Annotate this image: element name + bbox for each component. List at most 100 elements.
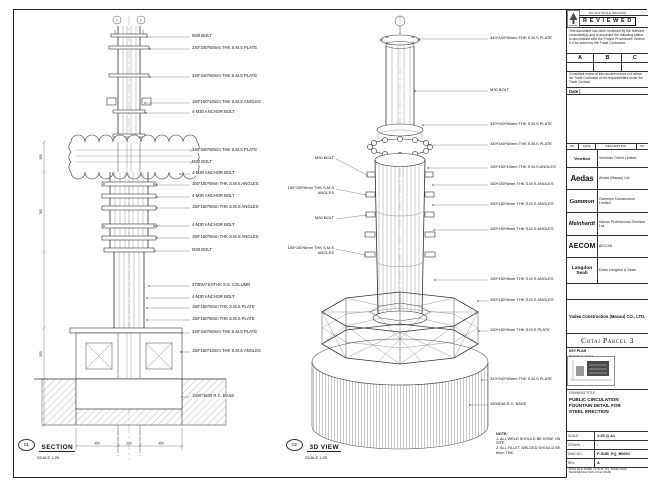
callout-label: 273DIA*8.0THK S.S. COLUMN bbox=[192, 282, 278, 288]
svg-text:1: 1 bbox=[116, 19, 118, 23]
callout-label: 150*150*8mm THK S.M.S ANGLES bbox=[490, 181, 560, 187]
callout-label: M30 BOLT bbox=[192, 159, 278, 165]
callout-label: 150*150*8mm THK S.M.S ANGLES bbox=[490, 201, 560, 207]
langdon-seah-logo: Langdon Seah bbox=[567, 258, 598, 283]
callout-label: 340*340*50mm THK S.M.S PLATE bbox=[490, 35, 560, 41]
field-value: 1:25 @ A1 bbox=[597, 434, 616, 438]
callout-label: 150*150*8mm THK S.M.S ANGLES bbox=[284, 185, 334, 196]
svg-text:2: 2 bbox=[140, 19, 142, 23]
company-row-consultant: AECOM AECOM bbox=[567, 236, 648, 258]
company-row-architect: Aedas Aedas (Macau) Ltd. bbox=[567, 168, 648, 190]
view-number-bubble: 01 bbox=[18, 438, 35, 451]
callout-label: M30 BOLT bbox=[284, 215, 334, 221]
callout-label: 150*150*8mm THK S.M.S PLATE bbox=[490, 327, 560, 333]
drawing-title-line: FOUNTAIN DETAIL FOR bbox=[569, 403, 621, 409]
meinhardt-logo: Meinhardt bbox=[567, 213, 598, 235]
rev-col-no: NO. bbox=[567, 144, 579, 149]
callout-label: M30 BOLT bbox=[192, 33, 278, 39]
callout-label: 150*150*10mm THK S.M.S ANGLES bbox=[192, 348, 278, 354]
contractor-name: Yadea Construction (Macau) CO., LTD. bbox=[569, 313, 646, 319]
svg-text:450: 450 bbox=[158, 442, 164, 446]
callout-label: 150*150*8mm THK S.M.S ANGLES bbox=[490, 297, 560, 303]
callout-label: 150*150*8mm THK S.M.S ANGLES bbox=[490, 276, 560, 282]
callout-label: 340*340*50mm THK S.M.S PLATE bbox=[192, 73, 278, 79]
3d-view: 340*340*50mm THK S.M.S PLATE M30 BOLT 34… bbox=[282, 10, 566, 478]
key-plan-graphic bbox=[567, 356, 615, 386]
field-label: DRAWN bbox=[567, 441, 595, 449]
svg-text:760: 760 bbox=[39, 209, 43, 215]
field-value: P-SUB_PQ_B0060 bbox=[597, 452, 630, 456]
3d-drawing bbox=[311, 15, 489, 450]
rev-col-by: BY bbox=[640, 144, 645, 148]
review-disclaimer: This document has been reviewed by the r… bbox=[567, 28, 648, 54]
file-name-row: DWG FILE NAME : P-SUB_PQ_B0060.DWG REFER… bbox=[567, 468, 648, 478]
rev-col-date: DATE bbox=[579, 144, 596, 149]
callout-label: 150*150*8mm THK S.M.S ANGLES bbox=[490, 226, 560, 232]
status-table: A B C bbox=[567, 54, 648, 72]
section-drawing: 1 2 bbox=[34, 15, 227, 460]
view-title: 3D VIEW bbox=[307, 444, 341, 452]
drawing-title-line: STEEL ERECTION bbox=[569, 409, 609, 415]
drawing-title-line: PUBLIC CIRCULATION bbox=[569, 397, 619, 402]
callout-label: 150*150*10mm THK S.M.S ANGLES bbox=[490, 164, 560, 170]
company-name: Davis Langdon & Seah bbox=[599, 268, 636, 273]
reviewed-stamp-text: R E V I E W E D bbox=[578, 17, 637, 26]
status-cell bbox=[567, 63, 595, 71]
drawing-title-box: DRAWING TITLE : PUBLIC CIRCULATION FOUNT… bbox=[567, 390, 648, 432]
svg-text:220: 220 bbox=[126, 442, 132, 446]
view-title: SECTION bbox=[39, 444, 76, 452]
callout-label: 150*150*8mm THK S.M.S ANGLES bbox=[284, 245, 334, 256]
callout-label: 340*340*50mm THK S.M.S PLATE bbox=[192, 329, 278, 335]
company-name: Macau Professional Services Ltd. bbox=[599, 219, 646, 228]
project-name: Cotai Parcel 3 bbox=[567, 334, 648, 348]
revision-table: NO. DATE DESCRIPTION BY bbox=[567, 95, 648, 150]
note-line: 2. ALL FILLET WELDED SHOULD BE 6mm THK. bbox=[496, 446, 561, 455]
callout-label: 340*340*50mm THK S.M.S PLATE bbox=[192, 45, 278, 51]
empty-box bbox=[567, 284, 648, 300]
callout-label: 340*340*50mm THK S.M.S PLATE bbox=[490, 121, 560, 127]
section-view-tag: 01 SECTION SCALE 1:25 bbox=[18, 436, 138, 460]
callout-label: 150*150*8mm THK S.M.S ANGLES bbox=[192, 234, 278, 240]
venetian-logo: Venetian bbox=[567, 150, 598, 167]
callout-label: 150*150*8mm THK S.M.S PLATE bbox=[192, 316, 278, 322]
title-block-top-note: DO NOT SCALE DRAWING bbox=[567, 10, 648, 16]
company-name: Venetian Orient Limited bbox=[599, 156, 637, 161]
drawing-title-label: DRAWING TITLE : bbox=[569, 391, 598, 395]
callout-label: 4-M30 ANCHOR BOLT bbox=[192, 222, 278, 228]
callout-label: 340*340*50mm THK S.M.S PLATE bbox=[490, 376, 560, 382]
company-name: AECOM bbox=[599, 244, 613, 249]
general-notes: NOTE: 1. ALL WELD SHOULD BE DONE ON SITE… bbox=[496, 432, 562, 456]
reference-dwg-note: REFERENCE DWG FILE NAME : bbox=[569, 470, 613, 475]
view-number-bubble: 02 bbox=[286, 438, 303, 451]
callout-label: 150*150*8mm THK S.M.S PLATE bbox=[192, 304, 278, 310]
field-label: SCALE bbox=[567, 432, 595, 440]
callout-label: 1500DIA R.C. BASE bbox=[490, 401, 560, 407]
trade-contractor-box: Yadea Construction (Macau) CO., LTD. bbox=[567, 10, 648, 334]
callout-label: M30 BOLT bbox=[490, 87, 560, 93]
status-cell bbox=[594, 63, 622, 71]
callout-label: 4-M30 ANCHOR BOLT bbox=[192, 193, 278, 199]
callout-label: 4-M30 ANCHOR BOLT bbox=[192, 170, 278, 176]
company-name: Aedas (Macau) Ltd. bbox=[599, 176, 631, 181]
company-row-qs: Langdon Seah Davis Langdon & Seah bbox=[567, 258, 648, 284]
section-view: 1 2 bbox=[14, 10, 282, 478]
status-col-c: C bbox=[632, 55, 637, 61]
key-plan-note: PARCEL 3, LOT 2 bbox=[569, 354, 594, 358]
rev-col-desc: DESCRIPTION bbox=[596, 144, 638, 149]
company-row-engineer: Meinhardt Macau Professional Services Lt… bbox=[567, 213, 648, 236]
key-plan-label: KEY PLAN bbox=[569, 349, 587, 353]
callout-label: 4-M30 ANCHOR BOLT bbox=[192, 294, 278, 300]
svg-text:300: 300 bbox=[39, 154, 43, 160]
view-scale: SCALE 1:25 bbox=[305, 455, 328, 460]
callout-label: 340*340*50mm THK S.M.S PLATE bbox=[192, 147, 278, 153]
callout-label: M30 BOLT bbox=[192, 247, 278, 253]
callout-label: 4-M30 ANCHOR BOLT bbox=[192, 109, 278, 115]
title-block: DO NOT SCALE DRAWING R E V I E W E D Thi… bbox=[566, 10, 648, 478]
status-col-b: B bbox=[594, 54, 622, 62]
consultant-note: Consultant review of this document does … bbox=[567, 72, 648, 88]
view-scale: SCALE 1:25 bbox=[37, 455, 60, 460]
svg-text:450: 450 bbox=[94, 442, 100, 446]
field-rows: SCALE 1:25 @ A1 DRAWN - DWG NO. P-SUB_PQ… bbox=[567, 432, 648, 468]
note-line: 1. ALL WELD SHOULD BE DONE ON SITE. bbox=[496, 436, 561, 446]
field-value: - bbox=[597, 443, 599, 447]
